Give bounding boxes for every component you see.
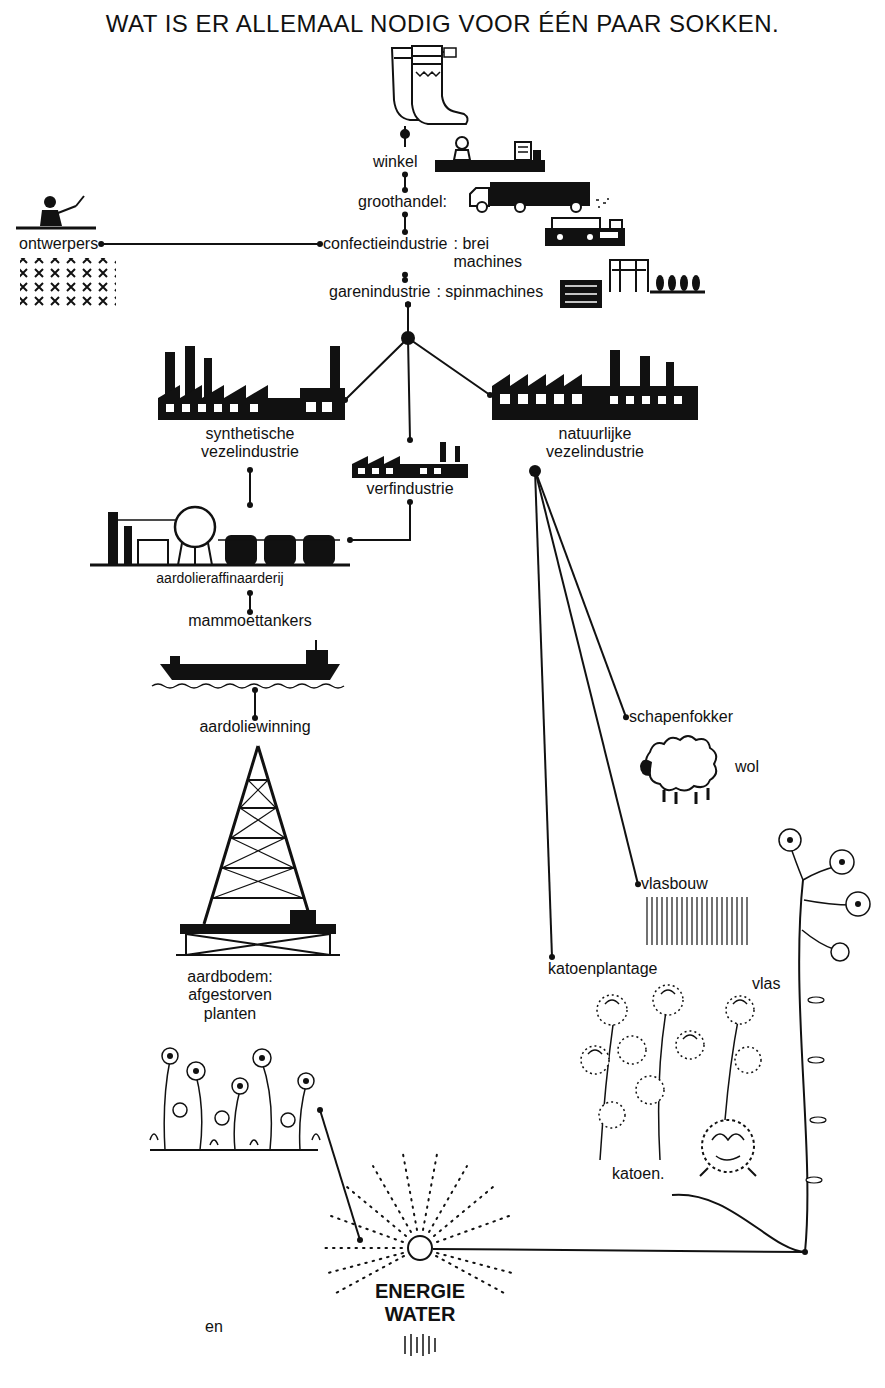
- natural-fibre-factory-drawing: [492, 350, 698, 420]
- connector-line: [535, 470, 626, 717]
- connector-dot: [407, 499, 413, 505]
- stage-node: mammoettankers: [150, 612, 350, 690]
- connector-dot: [635, 881, 641, 887]
- node-label: aardolieraffinaarderij: [90, 570, 350, 586]
- sheep-drawing: [640, 736, 716, 804]
- spinning-machine-drawing: [560, 260, 705, 308]
- stage-node: vlasbouw: [638, 872, 711, 896]
- shop-drawing: [435, 137, 545, 172]
- node-label: ontwerpers: [19, 235, 98, 253]
- connector-dot: [402, 211, 408, 217]
- connector-dot: [405, 301, 411, 307]
- free-label: katoen.: [612, 1165, 664, 1183]
- dye-factory-drawing: [352, 442, 468, 478]
- synthetic-factory-drawing: [158, 346, 345, 420]
- node-label: confectieindustrie: [323, 235, 448, 253]
- stage-node: aardoliewinning: [165, 718, 345, 960]
- stage-node: confectieindustrie : brei machines: [320, 232, 537, 275]
- connector-line: [408, 304, 490, 395]
- node-label: schapenfokker: [629, 708, 733, 726]
- free-label: wol: [735, 758, 759, 776]
- stage-node: synthetische vezelindustrie: [155, 345, 345, 470]
- stage-node: groothandel:: [355, 190, 450, 214]
- plants-drawing: [150, 1048, 320, 1150]
- stage-node: schapenfokker: [626, 705, 736, 729]
- connector-dot: [347, 537, 353, 543]
- connector-dot: [532, 467, 538, 473]
- connector-dot: [247, 502, 253, 508]
- connector-line: [249, 470, 251, 505]
- connector-dot: [247, 467, 253, 473]
- tanker-drawing: [152, 640, 344, 688]
- refinery-drawing: [90, 507, 350, 565]
- node-label: aardbodem: afgestorven planten: [175, 968, 285, 1023]
- node-label: winkel: [373, 153, 417, 171]
- connector-dot: [402, 171, 408, 177]
- designer-drawing: [16, 196, 116, 306]
- stage-node: katoenplantage: [545, 957, 660, 981]
- connector-dot: [252, 687, 258, 693]
- node-label: vlasbouw: [641, 875, 708, 893]
- node-label: mammoettankers: [150, 612, 350, 630]
- connector-dot: [407, 437, 413, 443]
- node-label: groothandel:: [358, 193, 447, 211]
- node-label: natuurlijke vezelindustrie: [525, 425, 665, 462]
- truck-drawing: [470, 182, 609, 212]
- connector-line: [254, 690, 256, 718]
- connector-line: [345, 304, 408, 400]
- connector-dot: [317, 1107, 323, 1113]
- connector-dot: [532, 467, 538, 473]
- stage-node: ontwerpers: [16, 232, 101, 256]
- node-label: garenindustrie: [329, 283, 430, 301]
- stage-node: verfindustrie: [350, 440, 470, 502]
- connector-dot: [402, 187, 408, 193]
- connector-line: [320, 1110, 360, 1240]
- connector-dot: [487, 392, 493, 398]
- node-label: aardoliewinning: [165, 718, 345, 736]
- connector-dot: [549, 954, 555, 960]
- connector-dot: [247, 590, 253, 596]
- connector-dot: [357, 1237, 363, 1243]
- diagram-title: WAT IS ER ALLEMAAL NODIG VOOR ÉÉN PAAR S…: [0, 10, 885, 39]
- connector-line: [535, 470, 552, 957]
- free-label: vlas: [752, 975, 780, 993]
- connector-dot: [342, 397, 348, 403]
- connector-dot: [402, 229, 408, 235]
- node-label: ENERGIE WATER: [370, 1280, 470, 1326]
- free-label: en: [205, 1318, 223, 1336]
- connector-dot: [402, 272, 408, 278]
- connector-line: [350, 502, 410, 540]
- node-label: katoenplantage: [548, 960, 657, 978]
- node-label: synthetische vezelindustrie: [185, 425, 315, 462]
- stage-node: aardbodem: afgestorven planten: [140, 968, 320, 1158]
- stage-node: winkel: [370, 150, 420, 174]
- connector-dot: [405, 301, 411, 307]
- node-label: : brei machines: [454, 235, 534, 272]
- connector-dot: [623, 714, 629, 720]
- connector-dot: [317, 241, 323, 247]
- node-label: verfindustrie: [350, 480, 470, 498]
- knitting-machine-drawing: [545, 218, 625, 246]
- junction-dot: [401, 331, 541, 477]
- stage-node: ENERGIE WATER: [360, 1225, 480, 1365]
- connector-dot: [402, 277, 408, 283]
- cotton-drawing: [581, 985, 805, 1252]
- flax-drawing: [645, 829, 870, 1252]
- sock-drawing: [392, 46, 468, 147]
- stage-node: garenindustrie : spinmachines: [326, 280, 546, 304]
- connector-line: [535, 470, 638, 884]
- connector-dot: [532, 467, 538, 473]
- oil-rig-drawing: [176, 746, 340, 955]
- sun-drawing: [325, 1154, 808, 1356]
- connector-line: [101, 243, 320, 245]
- connector-dot: [98, 241, 104, 247]
- node-label: : spinmachines: [436, 283, 543, 301]
- connector-dot: [405, 301, 411, 307]
- stage-node: natuurlijke vezelindustrie: [490, 350, 700, 470]
- stage-node: aardolieraffinaarderij: [90, 505, 350, 593]
